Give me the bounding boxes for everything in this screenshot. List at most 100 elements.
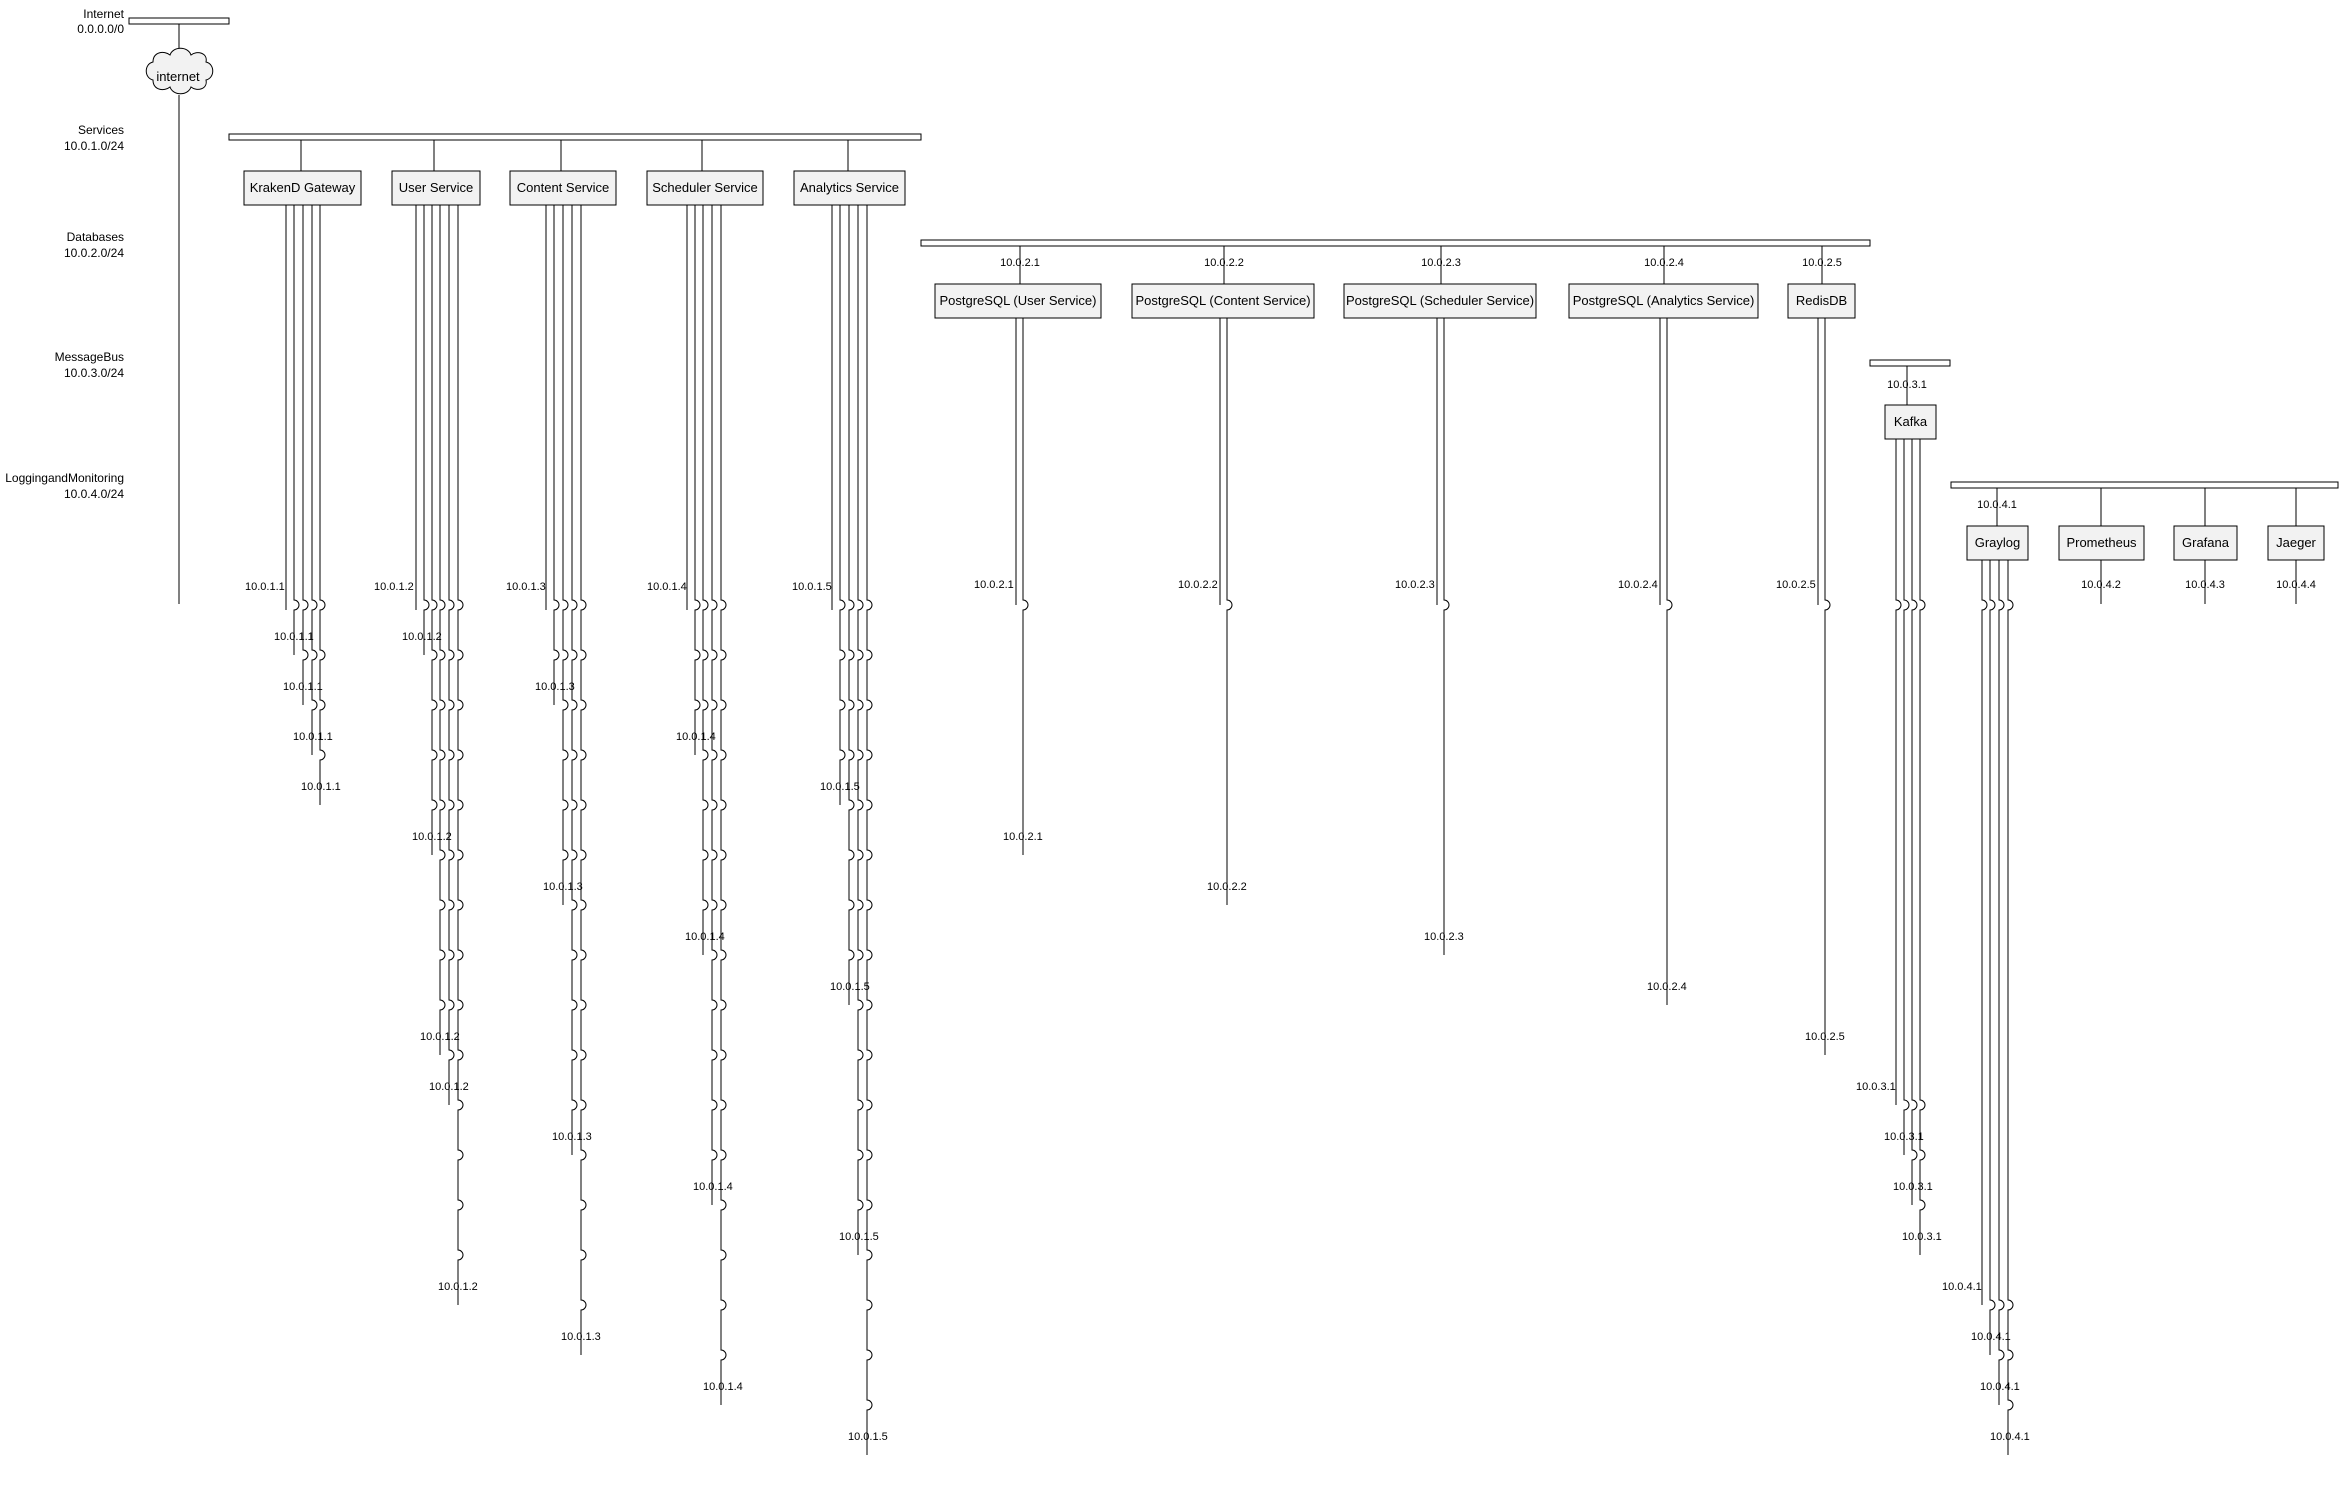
service-node-analytics[interactable]: Analytics Service — [793, 170, 906, 206]
ip-label: 10.0.3.1 — [1893, 1181, 1933, 1193]
analytics-service-link — [857, 205, 864, 1255]
scheduler-service-link — [711, 205, 718, 1205]
ip-label: 10.0.1.5 — [830, 981, 870, 993]
ip-label: 10.0.2.2 — [1204, 257, 1244, 269]
ip-label: 10.0.2.1 — [1003, 831, 1043, 843]
network-cidr-logging: 10.0.4.0/24 — [64, 487, 124, 501]
ip-label: 10.0.2.4 — [1644, 257, 1684, 269]
network-cidr-messagebus: 10.0.3.0/24 — [64, 366, 124, 380]
ip-label: 10.0.3.1 — [1902, 1231, 1942, 1243]
database-node-postgres-content[interactable]: PostgreSQL (Content Service) — [1131, 283, 1315, 319]
ip-label: 10.0.1.3 — [543, 881, 583, 893]
ip-label: 10.0.1.1 — [245, 581, 285, 593]
database-link — [1666, 318, 1673, 1005]
ip-label: 10.0.1.3 — [552, 1131, 592, 1143]
ip-label: 10.0.2.1 — [974, 579, 1014, 591]
database-label: PostgreSQL (Scheduler Service) — [1346, 293, 1534, 308]
ip-label: 10.0.2.3 — [1395, 579, 1435, 591]
bus-logging — [1950, 481, 2339, 489]
graylog-link — [1981, 560, 1988, 1305]
ip-label: 10.0.1.4 — [647, 581, 687, 593]
messagebus-nodes: Kafka — [1884, 404, 1937, 440]
service-label: User Service — [399, 180, 473, 195]
database-link — [1443, 318, 1450, 955]
messagebus-node-kafka[interactable]: Kafka — [1884, 404, 1937, 440]
service-node-scheduler[interactable]: Scheduler Service — [646, 170, 764, 206]
user-service-link — [423, 205, 430, 655]
service-node-user[interactable]: User Service — [391, 170, 481, 206]
ip-label: 10.0.1.2 — [420, 1031, 460, 1043]
user-service-link — [457, 205, 464, 1305]
ip-label: 10.0.4.1 — [1990, 1431, 2030, 1443]
network-name-databases: Databases — [67, 230, 124, 244]
ip-label: 10.0.1.4 — [676, 731, 716, 743]
cloud-icon — [145, 47, 214, 95]
ip-label: 10.0.4.1 — [1942, 1281, 1982, 1293]
kafka-link — [1911, 439, 1918, 1205]
database-label: PostgreSQL (Content Service) — [1135, 293, 1310, 308]
network-cidr-internet: 0.0.0.0/0 — [77, 22, 124, 36]
krakend-link — [311, 205, 318, 755]
service-nodes: KrakenD Gateway User Service Content Ser… — [243, 170, 906, 206]
bus-internet — [128, 17, 230, 25]
service-label: Analytics Service — [800, 180, 899, 195]
kafka-link — [1903, 439, 1910, 1155]
ip-label: 10.0.2.4 — [1618, 579, 1658, 591]
network-name-services: Services — [78, 123, 124, 137]
ip-label: 10.0.1.1 — [283, 681, 323, 693]
monitoring-node-jaeger[interactable]: Jaeger — [2267, 525, 2325, 561]
monitoring-node-grafana[interactable]: Grafana — [2173, 525, 2238, 561]
database-link — [1226, 318, 1233, 905]
monitoring-nodes: Graylog Prometheus Grafana Jaeger — [1966, 525, 2325, 561]
monitoring-label: Prometheus — [2066, 535, 2137, 550]
ip-label: 10.0.1.2 — [438, 1281, 478, 1293]
service-node-krakend[interactable]: KrakenD Gateway — [243, 170, 362, 206]
monitoring-label: Grafana — [2182, 535, 2230, 550]
database-link — [1022, 318, 1029, 855]
ip-label: 10.0.2.2 — [1207, 881, 1247, 893]
ip-label: 10.0.2.2 — [1178, 579, 1218, 591]
graylog-link — [1989, 560, 1996, 1355]
network-name-logging: LoggingandMonitoring — [5, 471, 124, 485]
database-link — [1824, 318, 1831, 1055]
ip-label: 10.0.1.5 — [839, 1231, 879, 1243]
ip-label: 10.0.2.4 — [1647, 981, 1687, 993]
service-label: Content Service — [517, 180, 610, 195]
scheduler-service-link — [702, 205, 709, 955]
network-name-internet: Internet — [83, 7, 124, 21]
user-service-link — [439, 205, 446, 1055]
network-cidr-services: 10.0.1.0/24 — [64, 139, 124, 153]
database-node-postgres-scheduler[interactable]: PostgreSQL (Scheduler Service) — [1343, 283, 1537, 319]
ip-label: 10.0.2.3 — [1424, 931, 1464, 943]
internet-node-label: internet — [156, 69, 200, 84]
scheduler-service-link — [694, 205, 701, 755]
ip-label: 10.0.1.5 — [792, 581, 832, 593]
ip-label: 10.0.2.5 — [1776, 579, 1816, 591]
ip-label: 10.0.1.4 — [693, 1181, 733, 1193]
database-node-postgres-user[interactable]: PostgreSQL (User Service) — [934, 283, 1102, 319]
ip-label: 10.0.3.1 — [1887, 379, 1927, 391]
ip-label: 10.0.1.2 — [429, 1081, 469, 1093]
bus-databases — [920, 239, 1871, 247]
monitoring-node-graylog[interactable]: Graylog — [1966, 525, 2029, 561]
content-service-link — [571, 205, 578, 1155]
service-node-content[interactable]: Content Service — [509, 170, 617, 206]
kafka-link — [1919, 439, 1926, 1255]
bus-services — [228, 133, 922, 141]
network-bars — [128, 17, 2339, 489]
kafka-link — [1895, 439, 1902, 1105]
ip-label: 10.0.2.5 — [1802, 257, 1842, 269]
krakend-link — [319, 205, 326, 805]
ip-label: 10.0.1.5 — [848, 1431, 888, 1443]
monitoring-label: Jaeger — [2276, 535, 2316, 550]
service-label: KrakenD Gateway — [250, 180, 356, 195]
database-node-redis[interactable]: RedisDB — [1787, 283, 1856, 319]
internet-cloud-node[interactable]: internet — [145, 47, 214, 95]
monitoring-node-prometheus[interactable]: Prometheus — [2058, 525, 2145, 561]
ip-label: 10.0.4.1 — [1971, 1331, 2011, 1343]
ip-label: 10.0.1.4 — [703, 1381, 743, 1393]
scheduler-service-link — [720, 205, 727, 1405]
database-node-postgres-analytics[interactable]: PostgreSQL (Analytics Service) — [1568, 283, 1759, 319]
ip-label: 10.0.3.1 — [1884, 1131, 1924, 1143]
